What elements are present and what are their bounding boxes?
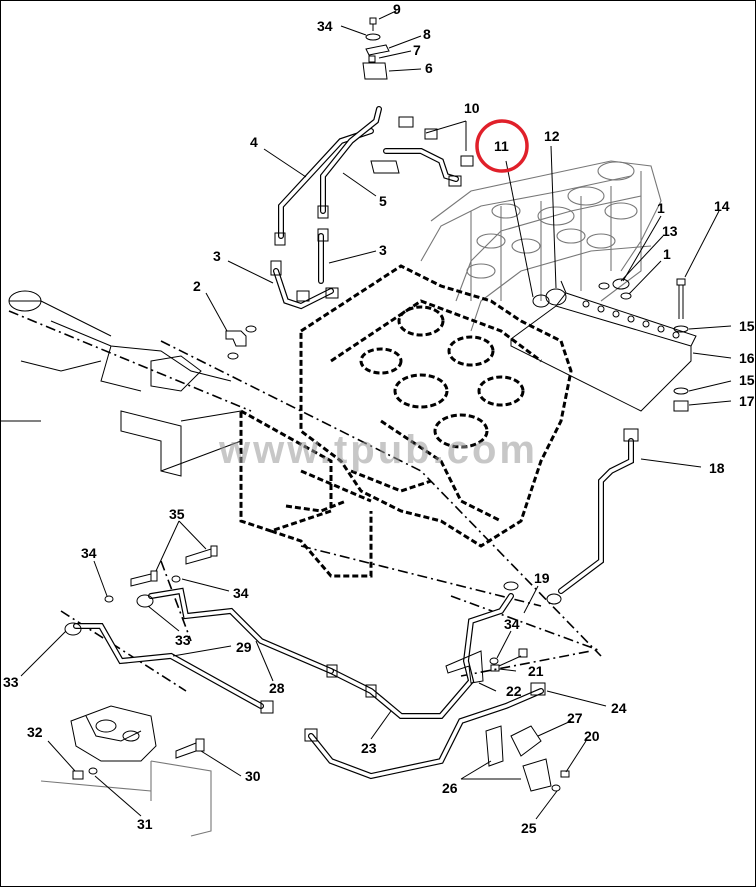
callout-23: 23 [361, 740, 377, 756]
bolt-20-25 [551, 770, 570, 792]
callout-10: 10 [464, 100, 480, 116]
callout-19: 19 [534, 570, 550, 586]
callout-1-mid: 1 [663, 246, 671, 262]
callout-5: 5 [379, 193, 387, 209]
callout-26: 26 [442, 780, 458, 796]
clip-8 [365, 44, 390, 56]
callout-33-left: 33 [3, 674, 19, 690]
clamp-lower [370, 160, 400, 174]
callout-25: 25 [521, 820, 537, 836]
pump-assembly [40, 705, 212, 837]
callout-30: 30 [245, 768, 261, 784]
washer-34-top [365, 33, 381, 41]
left-frame [1, 290, 242, 477]
bolt-9 [369, 17, 377, 31]
callout-31: 31 [137, 816, 153, 832]
callout-16: 16 [739, 350, 755, 366]
callout-6: 6 [425, 60, 433, 76]
callout-17: 17 [739, 393, 755, 409]
nut-7 [368, 55, 376, 63]
bolt-30 [175, 738, 205, 759]
callout-21: 21 [528, 663, 544, 679]
callout-14: 14 [714, 198, 730, 214]
central-housing [239, 264, 573, 578]
callout-24: 24 [611, 700, 627, 716]
callout-27: 27 [567, 710, 583, 726]
washers-15-17 [673, 325, 689, 412]
bolt-21 [490, 648, 528, 672]
callout-4: 4 [250, 134, 258, 150]
callout-12: 12 [544, 128, 560, 144]
callout-22: 22 [506, 683, 522, 699]
elbow-2 [225, 325, 257, 360]
callout-34-right: 34 [504, 616, 520, 632]
clamps-33 [64, 594, 154, 636]
callout-34-top: 34 [317, 18, 333, 34]
mounting-plate-16 [510, 280, 697, 412]
callout-34-left: 34 [81, 545, 97, 561]
callout-29: 29 [236, 639, 252, 655]
callout-32: 32 [27, 724, 43, 740]
callout-15-top: 15 [739, 318, 755, 334]
callout-1-top: 1 [657, 200, 665, 216]
callout-3-left: 3 [213, 248, 221, 264]
tube-29 [73, 623, 264, 709]
fittings-4-3 [270, 205, 339, 302]
fittings-23-28 [260, 664, 377, 742]
callout-33-mid: 33 [175, 632, 191, 648]
callout-35: 35 [169, 506, 185, 522]
tube-18 [558, 438, 634, 594]
fitting-24 [530, 682, 546, 696]
bracket-22 [445, 650, 484, 684]
callout-18: 18 [709, 460, 725, 476]
callout-labels: 9 34 8 7 6 10 11 12 4 5 1 13 14 1 3 3 2 … [3, 1, 755, 836]
nut-10 [398, 116, 474, 187]
nut-31-32 [72, 767, 98, 780]
callout-11: 11 [494, 138, 509, 154]
ghosted-valve-bank [420, 160, 662, 332]
highlight-ring [475, 119, 529, 173]
leader-lines [20, 10, 732, 820]
center-lines [8, 310, 602, 692]
callout-7: 7 [413, 42, 421, 58]
tube-3 [273, 233, 334, 310]
clamp-6 [362, 62, 388, 80]
clamps-26-27 [485, 725, 552, 792]
tube-5 [320, 106, 382, 214]
callout-9: 9 [393, 1, 401, 17]
callout-3-right: 3 [379, 242, 387, 258]
fitting-19 [503, 581, 562, 605]
callout-20: 20 [584, 728, 600, 744]
callout-28: 28 [269, 680, 285, 696]
callout-34-mid: 34 [233, 585, 249, 601]
washers-34-lower [104, 575, 499, 665]
callout-13: 13 [662, 223, 678, 239]
bolt-14 [676, 278, 686, 319]
watermark: www.tpub.com [218, 428, 538, 472]
tube-28 [148, 587, 334, 674]
fitting-11-12 [532, 288, 567, 308]
callout-8: 8 [423, 26, 431, 42]
callout-2: 2 [193, 278, 201, 294]
callout-15-bottom: 15 [739, 372, 755, 388]
tube-23 [328, 593, 514, 719]
tube-24 [308, 688, 544, 780]
fitting-1-13 [598, 278, 632, 300]
bolts-35 [130, 545, 218, 587]
fitting-18-top [623, 428, 639, 442]
